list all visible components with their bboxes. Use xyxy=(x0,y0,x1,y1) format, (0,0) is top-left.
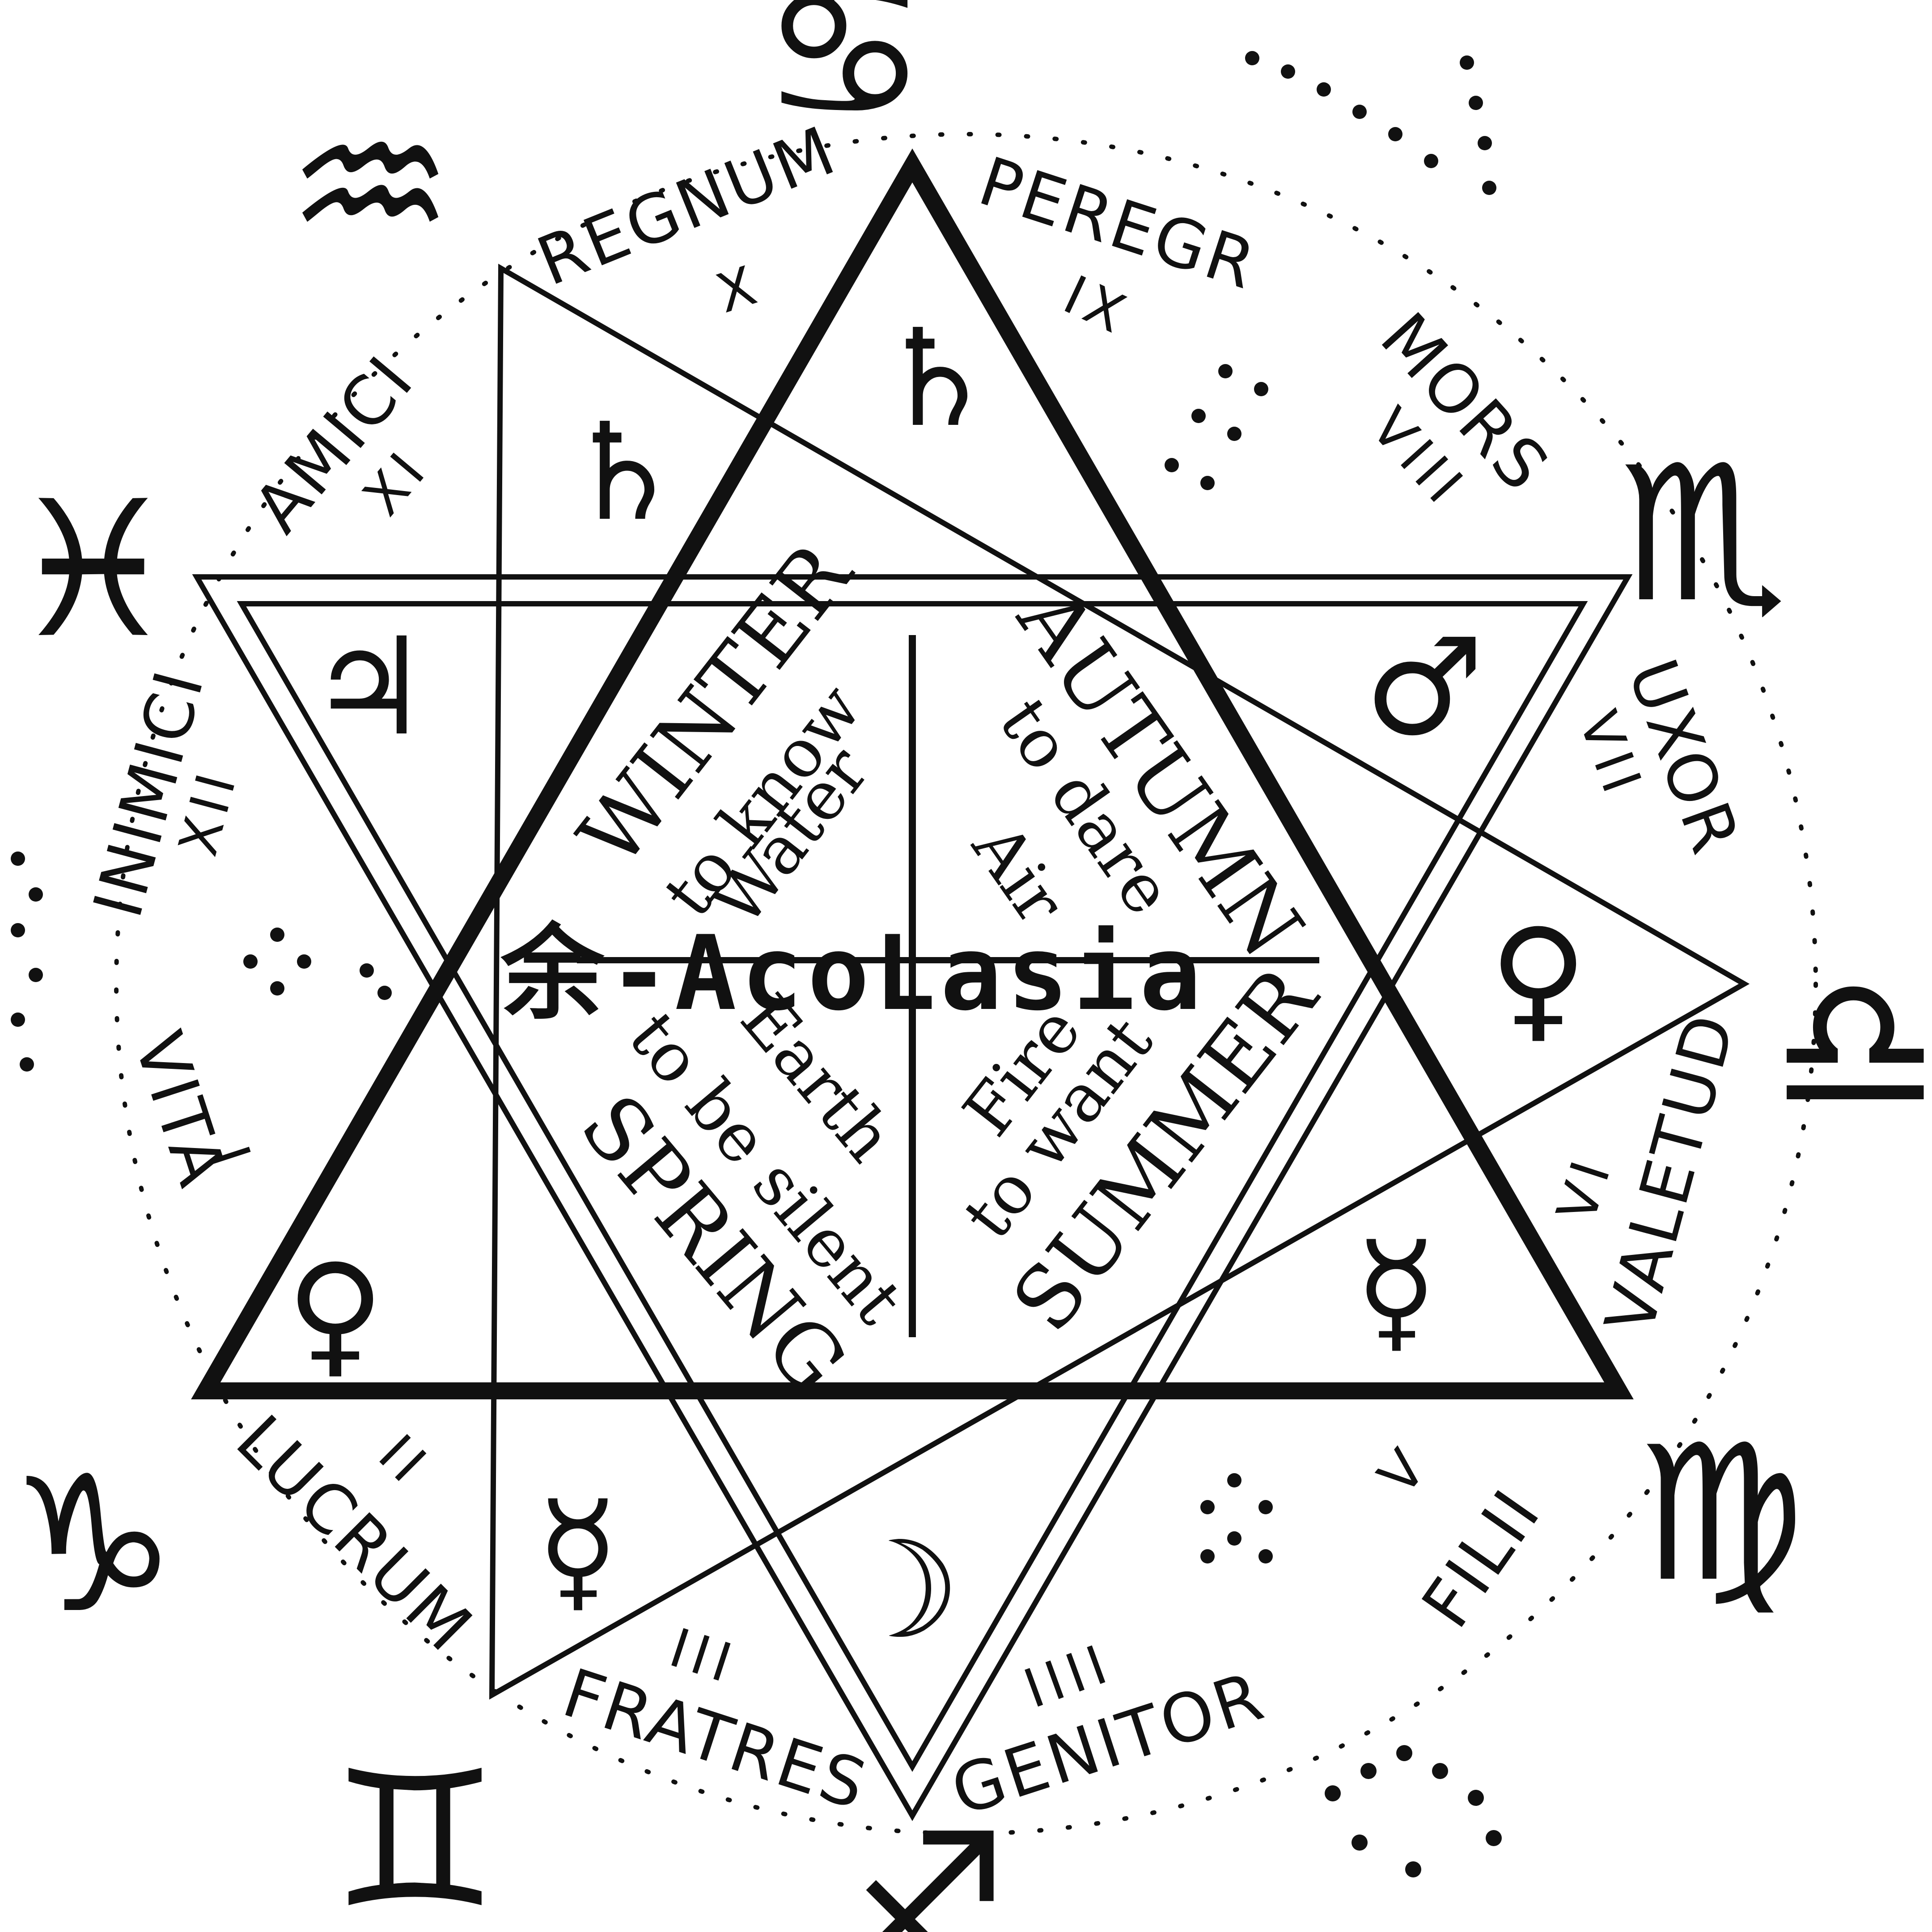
venus-icon: ♀ xyxy=(1489,900,1588,1056)
house-name-filii: FILII xyxy=(1407,1475,1556,1641)
overlay-watermark-title: 余-AcoLasia xyxy=(501,890,1395,1034)
upward-triangle xyxy=(191,148,1634,1399)
overlay-strike-line xyxy=(577,957,1319,963)
overlay-title-text: 余-AcoLasia xyxy=(501,914,1206,1034)
geomantic-dots-lower-right xyxy=(1200,1473,1273,1563)
house-numeral-iii: III xyxy=(662,1617,745,1696)
geomantic-dots-top-right xyxy=(1245,51,1496,195)
mercury-icon: ☿ xyxy=(537,1472,619,1628)
saturn-icon: ♄ xyxy=(877,301,997,457)
scorpio-icon: ♏ xyxy=(1619,425,1788,644)
sagittarius-icon: ♐ xyxy=(841,1794,1009,1932)
house-numeral-v: V xyxy=(1367,1434,1442,1507)
gemini-icon: ♊ xyxy=(331,1731,500,1932)
skewed-triangle xyxy=(489,263,1750,1700)
venus-icon: ♀ xyxy=(286,1235,385,1391)
spring-quadrant: SPRING to be silent Earth xyxy=(562,980,918,1412)
house-name-lucrum: LUCRUM xyxy=(221,1401,488,1668)
moon-icon: ☽ xyxy=(841,1513,961,1669)
virgo-icon: ♍ xyxy=(1637,1405,1805,1623)
house-numeral-ix: IX xyxy=(1055,264,1140,348)
house-numeral-ii: II xyxy=(366,1423,441,1498)
libra-icon: ♎ xyxy=(1771,935,1932,1154)
winter-quadrant: WINTER to know Water xyxy=(559,524,884,940)
saturn-icon: ♄ xyxy=(564,394,684,551)
aquarius-icon: ♒ xyxy=(286,76,455,295)
geomantic-dots-far-left xyxy=(11,852,43,1072)
outer-dotted-circle xyxy=(114,132,1818,1836)
geomantic-dots-left xyxy=(243,928,392,1000)
geomantic-dots-upper-right xyxy=(1165,364,1268,490)
cancer-icon: ♋ xyxy=(760,0,929,161)
pisces-icon: ♓ xyxy=(9,461,178,680)
geomantic-dots-bottom-right xyxy=(1325,1745,1502,1877)
house-numeral-vi: VI xyxy=(1545,1148,1624,1229)
house-name-peregr: PEREGR xyxy=(970,143,1267,305)
downward-triangle-outer xyxy=(192,574,1633,1821)
mars-icon: ♂ xyxy=(1364,609,1484,765)
jupiter-icon: ♃ xyxy=(309,609,429,765)
mercury-icon: ☿ xyxy=(1355,1213,1437,1369)
house-numeral-x: X xyxy=(709,253,769,326)
capricorn-icon: ♑ xyxy=(9,1436,178,1655)
downward-triangle-inner xyxy=(237,601,1588,1772)
